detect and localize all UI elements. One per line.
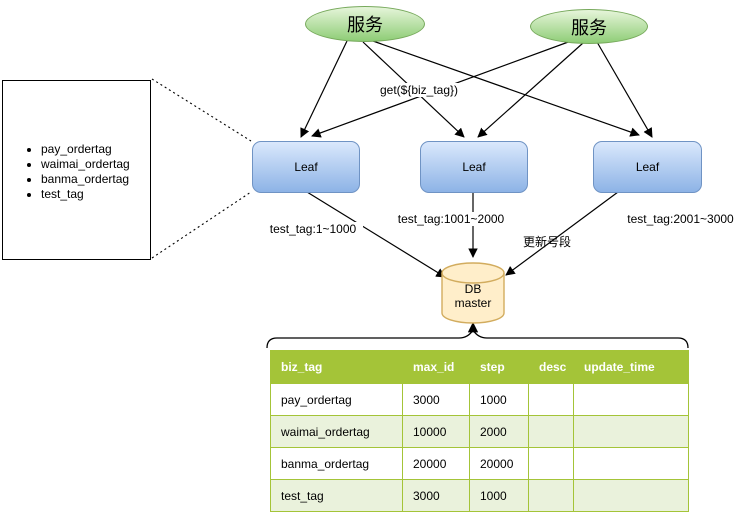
cell-step: 1000 — [469, 479, 529, 512]
leaf-node-1: Leaf — [252, 141, 360, 193]
cell-biz-tag: waimai_ordertag — [270, 415, 403, 448]
cell-step: 20000 — [469, 447, 529, 480]
cell-update-time — [573, 447, 689, 480]
cell-biz-tag: banma_ordertag — [270, 447, 403, 480]
db-master-label: DB master — [442, 282, 504, 310]
service-node-1: 服务 — [305, 6, 425, 42]
leaf-node-3: Leaf — [593, 141, 702, 193]
service-node-2: 服务 — [530, 9, 648, 44]
edge-label-segment-3: test_tag:2001~3000 — [620, 212, 741, 226]
leaf-node-2-label: Leaf — [462, 160, 486, 174]
dotted-line-callout-bottom — [151, 191, 252, 259]
biz-tag-callout-box: pay_ordertag waimai_ordertag banma_order… — [2, 80, 151, 260]
cell-step: 2000 — [469, 415, 529, 448]
edge-label-segment-1: test_tag:1~1000 — [263, 222, 363, 236]
db-cylinder — [441, 262, 505, 324]
dotted-line-callout-top — [151, 78, 252, 142]
biz-tag-list-item: waimai_ordertag — [41, 157, 150, 172]
cell-desc — [528, 479, 574, 512]
table-header-step: step — [469, 350, 529, 384]
table-header-max-id: max_id — [402, 350, 470, 384]
leaf-node-2: Leaf — [420, 141, 528, 193]
arrow-service1-leaf1 — [300, 40, 348, 138]
biz-tag-list-item: test_tag — [41, 187, 150, 202]
cell-biz-tag: test_tag — [270, 479, 403, 512]
table-row: banma_ordertag 20000 20000 — [270, 447, 689, 480]
biz-tag-list: pay_ordertag waimai_ordertag banma_order… — [3, 142, 150, 202]
biz-tag-list-item: banma_ordertag — [41, 172, 150, 187]
cell-step: 1000 — [469, 383, 529, 416]
table-row: waimai_ordertag 10000 2000 — [270, 415, 689, 448]
cell-max-id: 3000 — [402, 479, 470, 512]
cell-update-time — [573, 383, 689, 416]
leaf-node-1-label: Leaf — [294, 160, 318, 174]
cell-update-time — [573, 415, 689, 448]
service-node-1-label: 服务 — [347, 15, 383, 35]
cell-max-id: 20000 — [402, 447, 470, 480]
db-label-line2: master — [454, 296, 492, 310]
table-row: test_tag 3000 1000 — [270, 479, 689, 512]
db-label-line1: DB — [464, 282, 482, 296]
table-header-update-time: update_time — [573, 350, 689, 384]
arrow-service1-leaf3 — [372, 40, 640, 137]
table-row: pay_ordertag 3000 1000 — [270, 383, 689, 416]
arrow-service2-leaf2 — [477, 42, 584, 138]
table-header-biz-tag: biz_tag — [270, 350, 403, 384]
table-brace — [266, 328, 689, 349]
arrow-service2-leaf3 — [596, 41, 653, 138]
leaf-node-3-label: Leaf — [635, 160, 660, 174]
cell-update-time — [573, 479, 689, 512]
edge-label-update-segment: 更新号段 — [522, 235, 571, 249]
edge-label-get-biz-tag: get(${biz_tag}) — [361, 83, 477, 97]
cell-max-id: 3000 — [402, 383, 470, 416]
cell-desc — [528, 415, 574, 448]
cell-desc — [528, 383, 574, 416]
table-header-row: biz_tag max_id step desc update_time — [270, 350, 689, 384]
arrow-leaf3-db-update — [505, 191, 619, 276]
cell-max-id: 10000 — [402, 415, 470, 448]
arrow-leaf1-db — [306, 191, 446, 278]
cell-biz-tag: pay_ordertag — [270, 383, 403, 416]
service-node-2-label: 服务 — [571, 17, 607, 38]
cell-desc — [528, 447, 574, 480]
edge-label-segment-2: test_tag:1001~2000 — [392, 212, 510, 226]
segments-table: biz_tag max_id step desc update_time pay… — [270, 350, 689, 512]
biz-tag-list-item: pay_ordertag — [41, 142, 150, 157]
table-header-desc: desc — [528, 350, 574, 384]
